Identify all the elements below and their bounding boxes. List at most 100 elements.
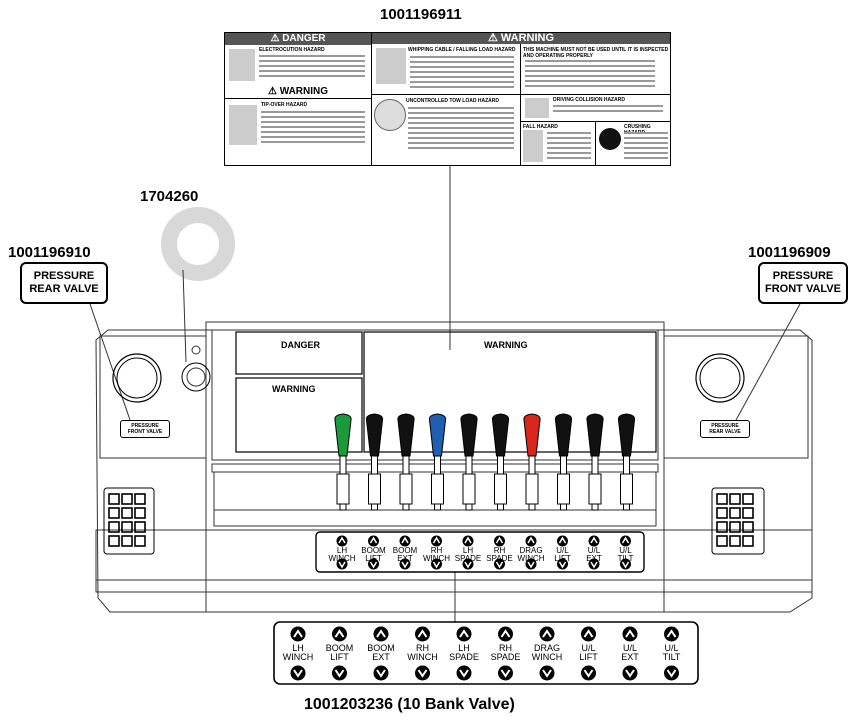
small-bank-up-chevron (621, 536, 630, 544)
lever-knob[interactable] (491, 413, 510, 457)
part-number-bank-valve: 1001203236 (10 Bank Valve) (304, 696, 515, 713)
lever-guide (399, 473, 413, 505)
lever-knob[interactable] (554, 413, 573, 457)
small-bank-up-arrow (368, 535, 379, 547)
small-bank-down-chevron (432, 561, 441, 569)
small-bank-label-line2: SPADE (454, 554, 482, 563)
small-bank-up-chevron (495, 536, 504, 544)
small-bank-up-arrow (620, 535, 631, 547)
small-bank-up-chevron (527, 536, 535, 544)
pressure-rear-valve-callout: PRESSURE REAR VALVE (20, 262, 108, 304)
big-bank-label-line2: WINCH (407, 652, 438, 662)
main-warning-header: ⚠ WARNING (372, 33, 670, 44)
small-bank-label-line1: DRAG (519, 546, 543, 555)
right-plate-line2: REAR VALVE (709, 429, 741, 435)
small-bank-up-chevron (369, 536, 378, 544)
small-bank-label-line2: WINCH (422, 554, 451, 563)
lever-knob[interactable] (617, 413, 636, 457)
lever-knob[interactable] (397, 413, 415, 457)
danger-text-lines (259, 55, 365, 80)
small-bank-down-arrow (620, 558, 631, 570)
lever-guide (431, 473, 444, 505)
small-bank-label-line2: EXT (586, 554, 602, 563)
lever-knob[interactable] (523, 413, 541, 457)
right-plate-line1: PRESSURE (711, 423, 739, 429)
big-bank-up-chevron (500, 629, 511, 638)
lever-knob[interactable] (334, 413, 352, 457)
tow-load-panel: UNCONTROLLED TOW LOAD HAZARD (372, 95, 521, 165)
tow-subtitle: UNCONTROLLED TOW LOAD HAZARD (406, 98, 499, 104)
small-bank-down-arrow (368, 558, 379, 570)
lever-knob[interactable] (428, 413, 447, 457)
big-bank-down-arrow (622, 665, 638, 681)
lever-knob[interactable] (460, 413, 478, 457)
big-bank-up-chevron (666, 629, 677, 638)
big-bank-down-chevron (293, 669, 303, 678)
big-bank-label-line1: U/L (622, 643, 637, 653)
small-bank-up-arrow (399, 535, 411, 547)
small-bank-down-chevron (495, 561, 504, 569)
big-bank-down-chevron (417, 669, 428, 678)
big-bank-down-chevron (334, 669, 345, 678)
small-bank-down-arrow (336, 558, 348, 570)
lever-guide (557, 473, 570, 505)
small-bank-down-chevron (558, 561, 567, 569)
lever-guide (336, 473, 350, 505)
lever-layer (334, 413, 636, 511)
small-bank-down-arrow (462, 558, 474, 570)
part-number-ring-decal: 1704260 (140, 188, 199, 205)
big-bank-up-arrow (332, 626, 347, 642)
crushing-hazard-panel: CRUSHING HAZARD (596, 122, 670, 165)
small-bank-down-chevron (464, 561, 472, 569)
big-bank-down-chevron (500, 669, 511, 678)
small-bank-down-chevron (527, 561, 535, 569)
lever-guide (588, 473, 602, 505)
big-bank-down-arrow (373, 665, 389, 681)
small-bank-label-line1: LH (462, 546, 474, 555)
small-bank-label-line1: RH (430, 546, 443, 555)
small-bank-up-arrow (557, 535, 568, 547)
big-bank-label-line2: SPADE (449, 652, 479, 662)
leader-right-label (735, 303, 801, 421)
driving-text-lines (553, 105, 663, 115)
machine-notice-lines (525, 60, 655, 90)
lever-knob[interactable] (586, 413, 604, 457)
big-bank-down-chevron (542, 669, 552, 678)
tipover-text-lines (261, 111, 365, 146)
small-bank-label-line1: BOOM (392, 546, 418, 555)
big-bank-label-line1: BOOM (367, 643, 395, 653)
big-bank-down-arrow (539, 665, 555, 681)
big-bank-down-chevron (666, 669, 677, 678)
lever-knob[interactable] (365, 413, 384, 457)
big-bank-label-line1: LH (458, 643, 470, 653)
small-bank-label-line2: LIFT (365, 554, 382, 563)
small-bank-label-line1: BOOM (361, 546, 386, 555)
big-bank-label-line1: BOOM (325, 643, 354, 653)
whipping-cable-panel: WHIPPING CABLE / FALLING LOAD HAZARD (372, 44, 521, 95)
big-bank-label-line1: RH (416, 643, 429, 653)
big-bank-up-chevron (625, 629, 635, 638)
big-bank-label-line2: TILT (662, 652, 681, 662)
big-bank-label-line2: SPADE (490, 652, 521, 662)
big-bank-up-chevron (417, 629, 428, 638)
right-pressure-plate: PRESSURE REAR VALVE (700, 420, 750, 438)
big-bank-down-chevron (376, 669, 386, 678)
small-bank-up-chevron (590, 536, 598, 544)
small-bank-up-chevron (464, 536, 472, 544)
small-bank-up-chevron (338, 536, 346, 544)
fall-pictogram (523, 130, 543, 162)
big-bank-label-line2: LIFT (330, 652, 349, 662)
small-bank-down-arrow (525, 558, 537, 570)
crushing-pictogram (599, 128, 621, 150)
